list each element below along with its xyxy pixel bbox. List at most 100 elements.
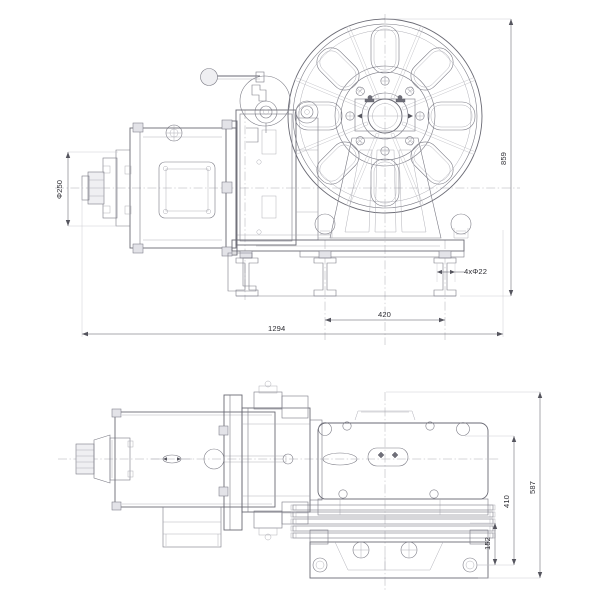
crankcase-boss-lower: [261, 195, 277, 219]
hub-drill-hole: [356, 86, 362, 92]
flywheel-rim-web: [298, 29, 472, 203]
dim-arrow: [508, 19, 514, 25]
flywheel-window-inner: [319, 144, 357, 182]
crankcase-hole: [256, 229, 262, 235]
plan-oval-window: [322, 452, 358, 466]
flywheel-window: [427, 101, 476, 131]
hold-down-bolt: [318, 250, 332, 259]
crankcase-boss: [261, 129, 277, 155]
dim-arrow: [65, 152, 71, 158]
dimension-text-4xphi22: 4xΦ22: [464, 267, 487, 276]
cam-pin: [263, 109, 269, 115]
panel-screw: [205, 165, 212, 172]
flywheel-window: [294, 101, 343, 131]
dimension-859: 859: [385, 18, 514, 297]
inspection-screw: [377, 451, 385, 459]
cooler-tube: [292, 518, 494, 525]
flywheel-window: [410, 47, 454, 91]
dimension-group-elevation: Φ250 859 1294: [55, 18, 514, 337]
cover-bolt: [342, 421, 352, 431]
valve-nut: [264, 533, 272, 541]
damper-body: [453, 228, 469, 239]
flywheel-window-inner: [297, 104, 340, 128]
panel-screw: [162, 208, 169, 215]
plan-base-taper: [334, 541, 444, 571]
spoke-rib: [390, 132, 424, 207]
dimension-group-plan: 587 410 152: [386, 391, 543, 579]
plan-base-frame: [309, 529, 489, 579]
valve-nut: [264, 380, 272, 388]
gearbox-lower-band: [317, 498, 489, 516]
inspection-plate: [367, 447, 409, 467]
cover-corner-bolt: [318, 422, 332, 436]
flywheel-window-inner: [373, 161, 397, 204]
plan-flange-bolt: [218, 425, 229, 436]
cover-bolt: [338, 489, 348, 499]
flywheel-rim-inner: [292, 23, 478, 209]
mounting-bolt-inner: [315, 560, 325, 570]
crankcase-hole: [256, 159, 262, 165]
cover-corner-bolt: [456, 422, 470, 436]
dimension-text-phi250: Φ250: [55, 180, 64, 199]
dimension-420: 420: [325, 310, 445, 323]
plan-flange-bolt: [218, 486, 229, 497]
idler-pulley-pin: [304, 109, 310, 115]
flywheel-hub-outer: [334, 65, 436, 167]
shaft-arrow-left: [357, 113, 362, 119]
detail-arrow: [163, 457, 167, 461]
gearbox-top-cover: [317, 410, 489, 516]
dimension-text-587: 587: [528, 481, 537, 494]
valve-cap: [258, 385, 278, 394]
base-frame: [227, 213, 472, 297]
shaft-keyway-block: [354, 98, 416, 132]
cooler-tube: [292, 511, 494, 518]
keyway-bolt: [367, 95, 373, 100]
damper-mounts: [314, 213, 472, 239]
inspection-screw: [391, 451, 399, 459]
cover-lug-bottom: [102, 205, 111, 214]
dim-arrow: [82, 331, 88, 337]
pedestal-vane-mid: [374, 149, 397, 233]
plan-corner-bolt: [111, 408, 122, 418]
flywheel-hub-inner: [340, 71, 430, 161]
detail-arrow: [177, 457, 181, 461]
lever-pivot-block: [255, 71, 265, 83]
flywheel-window-inner: [373, 28, 397, 71]
cover-bolt: [124, 205, 132, 215]
cover-lug-top: [102, 165, 111, 174]
flywheel-spokes: [294, 25, 476, 207]
outrigger-foot: [227, 252, 257, 292]
spoke-rib: [346, 25, 380, 100]
flywheel-window-inner: [319, 50, 357, 88]
flywheel-window: [370, 25, 400, 74]
plan-end-cover: [109, 437, 131, 481]
cooler-tube: [292, 504, 494, 511]
panel-screw: [162, 165, 169, 172]
flywheel-window: [410, 141, 454, 185]
dim-arrow: [497, 331, 503, 337]
spoke-rib: [390, 25, 424, 100]
plan-cylinder-body: [111, 408, 294, 548]
flange-bolt-boss: [221, 119, 233, 130]
plan-valve-assembly-top: [253, 380, 309, 419]
crankcase-inner: [239, 113, 293, 242]
flywheel-pedestal-support: [329, 137, 442, 239]
pedestal-outer: [329, 137, 442, 239]
plan-view: 587 410 152: [58, 380, 543, 592]
dimension-text-152: 152: [483, 537, 492, 550]
plan-end-cone: [93, 434, 111, 484]
square-access-panel: [158, 161, 216, 219]
lever-knob: [200, 68, 218, 86]
hub-drill-hole: [408, 140, 414, 146]
keyway-bolt: [397, 95, 403, 100]
spoke-rib: [401, 77, 476, 111]
dimension-text-859: 859: [499, 152, 508, 165]
valve-cap: [258, 527, 278, 536]
dim-arrow: [537, 572, 543, 578]
plan-rod-end: [282, 453, 294, 465]
pedestal-vane-left: [344, 149, 373, 233]
cover-bolt: [425, 421, 435, 431]
spoke-rib: [346, 132, 380, 207]
panel-screw: [205, 208, 212, 215]
access-panel-outer: [158, 161, 216, 219]
